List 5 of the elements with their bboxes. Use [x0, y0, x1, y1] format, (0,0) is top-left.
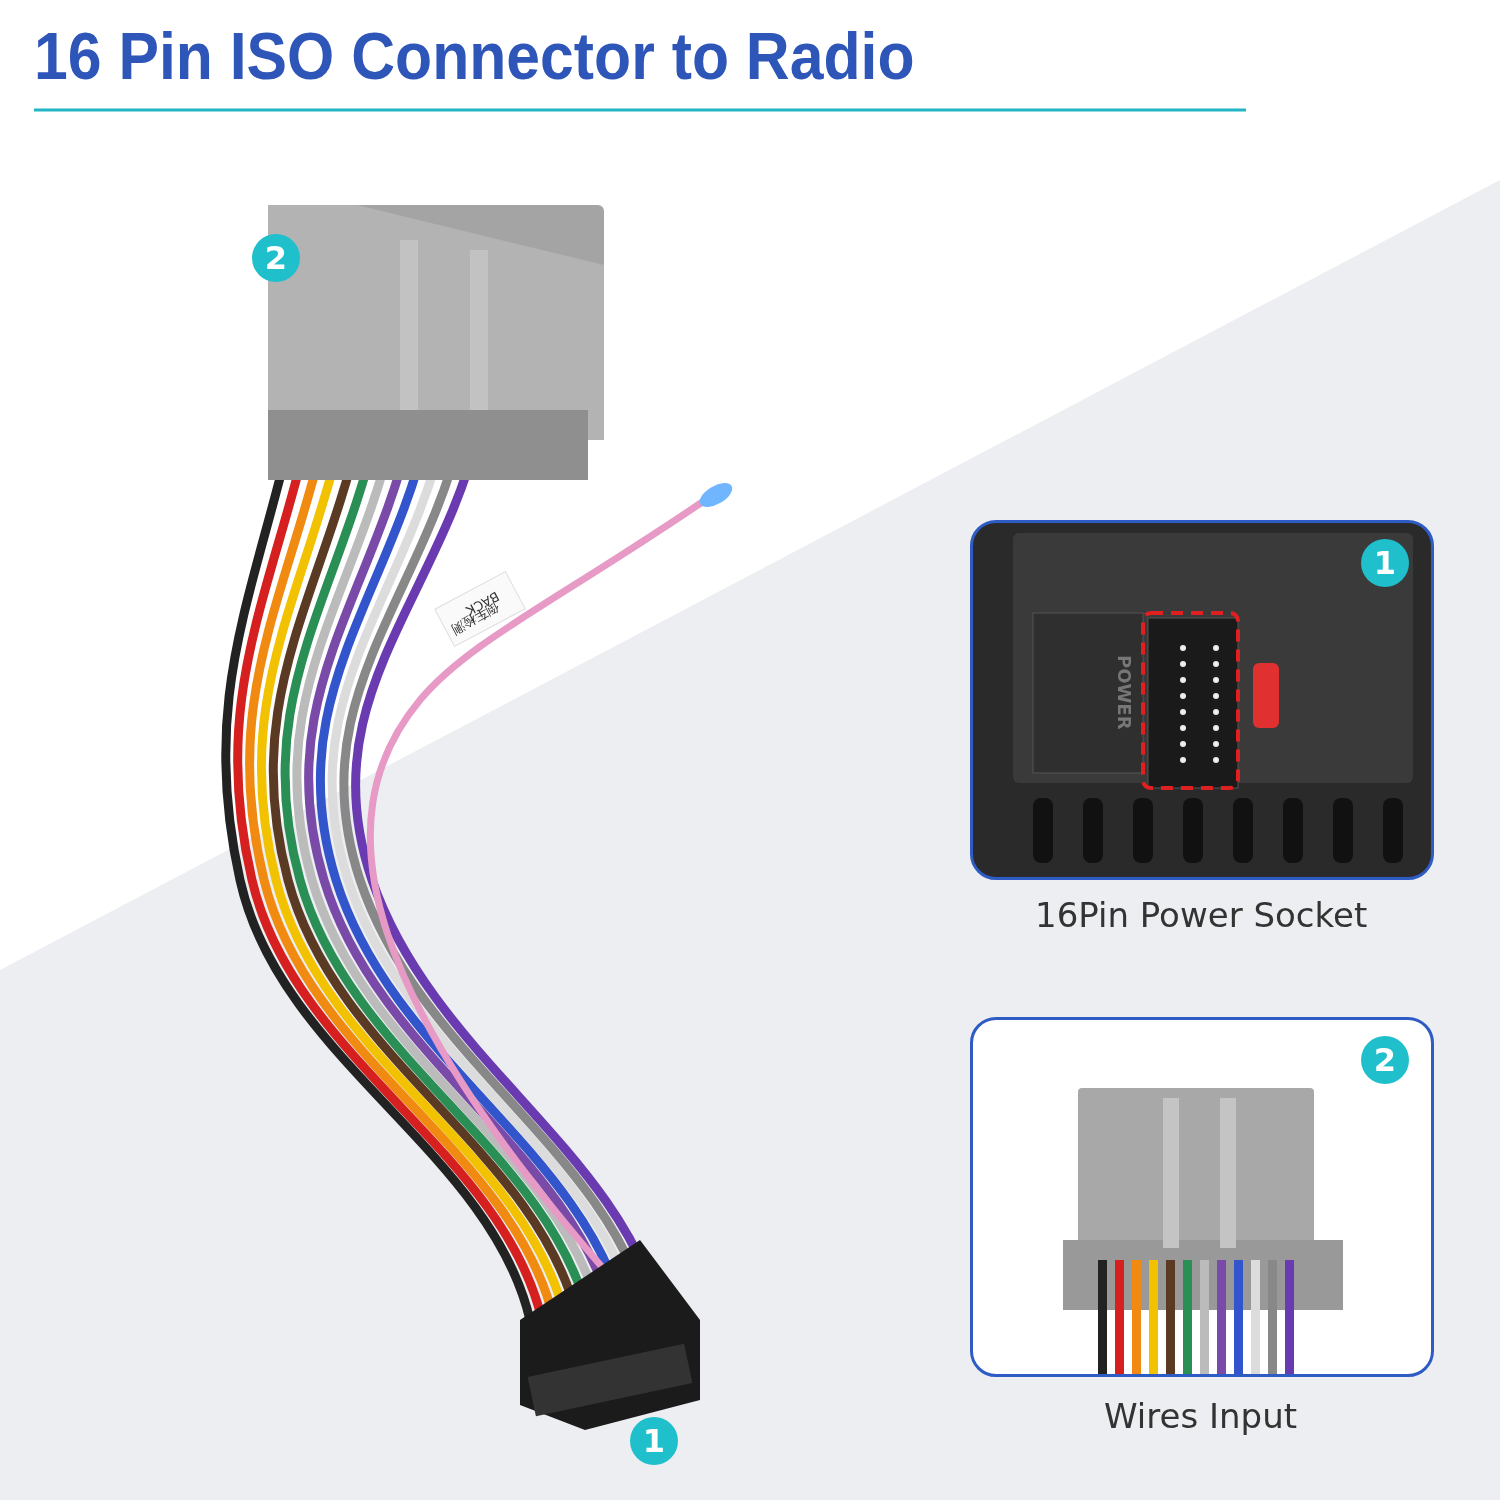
callout-number: 2 — [252, 234, 300, 282]
caption: 16Pin Power Socket — [1035, 895, 1368, 935]
title: 16 Pin ISO Connector to Radio — [34, 18, 915, 95]
embossed-text: POWER — [1114, 655, 1135, 730]
caption: Wires Input — [1104, 1396, 1298, 1436]
